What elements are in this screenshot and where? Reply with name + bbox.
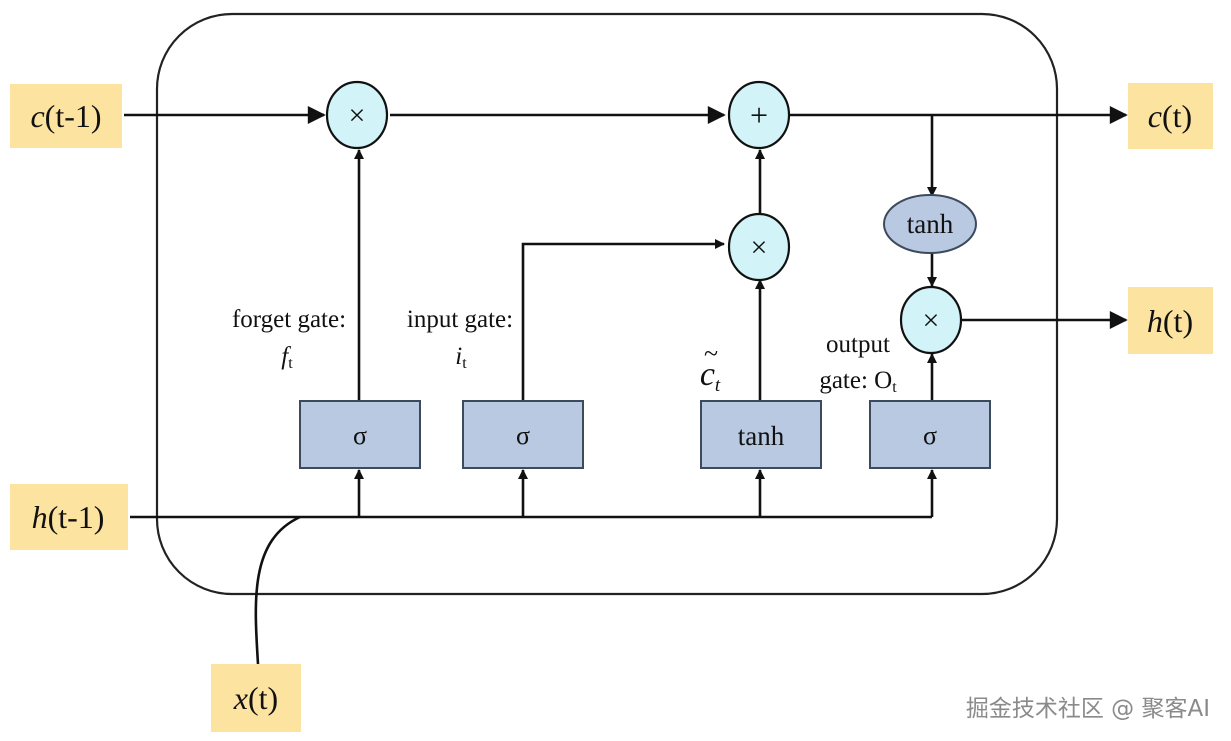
- operator-input-mul: ×: [727, 212, 791, 282]
- sigma-label: σ: [353, 421, 367, 450]
- output-c-t: c(t): [1128, 83, 1213, 149]
- output-gate-label: output gate: Ot: [819, 331, 897, 396]
- watermark-text: 掘金技术社区 @ 聚客AI: [966, 696, 1210, 722]
- input-h-prev: h(t-1): [10, 484, 128, 550]
- h-t-label: h(t): [1147, 303, 1193, 339]
- operator-output-mul: ×: [899, 285, 963, 355]
- multiply-symbol: ×: [349, 99, 366, 132]
- multiply-symbol: ×: [923, 304, 940, 337]
- output-gate-title: output: [826, 331, 890, 358]
- candidate-label: ~ ct: [700, 339, 721, 396]
- input-gate-title: input gate:: [407, 306, 513, 333]
- operator-cell-add: +: [727, 80, 791, 150]
- h-prev-label: h(t-1): [32, 499, 105, 535]
- c-t-label: c(t): [1148, 98, 1192, 134]
- plus-symbol: +: [750, 97, 768, 133]
- x-t-label: x(t): [233, 680, 278, 716]
- cell-tanh-node: tanh: [883, 194, 977, 254]
- candidate-symbol: ct: [700, 356, 721, 396]
- forget-gate-label: forget gate: ft: [232, 306, 346, 372]
- candidate-tanh-block: tanh: [700, 400, 822, 469]
- output-h-t: h(t): [1128, 287, 1213, 354]
- input-x-t: x(t): [211, 664, 301, 732]
- sigma-label: σ: [516, 421, 530, 450]
- lstm-cell-boundary: [155, 12, 1059, 596]
- forget-gate-title: forget gate:: [232, 306, 346, 333]
- tanh-label: tanh: [738, 421, 785, 451]
- input-sigma-to-mul: [521, 239, 725, 400]
- candidate-tilde: ~: [704, 339, 718, 368]
- multiply-symbol: ×: [751, 231, 768, 264]
- output-sigma-block: σ: [869, 400, 991, 469]
- forget-gate-symbol: ft: [281, 343, 293, 372]
- operator-forget-mul: ×: [325, 80, 389, 150]
- connections: [124, 106, 1128, 665]
- cell-tanh-label: tanh: [907, 209, 954, 239]
- forget-sigma-block: σ: [299, 400, 421, 469]
- input-gate-symbol: it: [455, 343, 467, 372]
- sigma-label: σ: [923, 421, 937, 450]
- input-sigma-block: σ: [462, 400, 584, 469]
- x-input-curve: [254, 515, 301, 665]
- c-prev-label: c(t-1): [30, 98, 101, 134]
- input-c-prev: c(t-1): [10, 84, 122, 148]
- input-gate-label: input gate: it: [407, 306, 513, 372]
- output-gate-symbol: gate: Ot: [819, 367, 897, 396]
